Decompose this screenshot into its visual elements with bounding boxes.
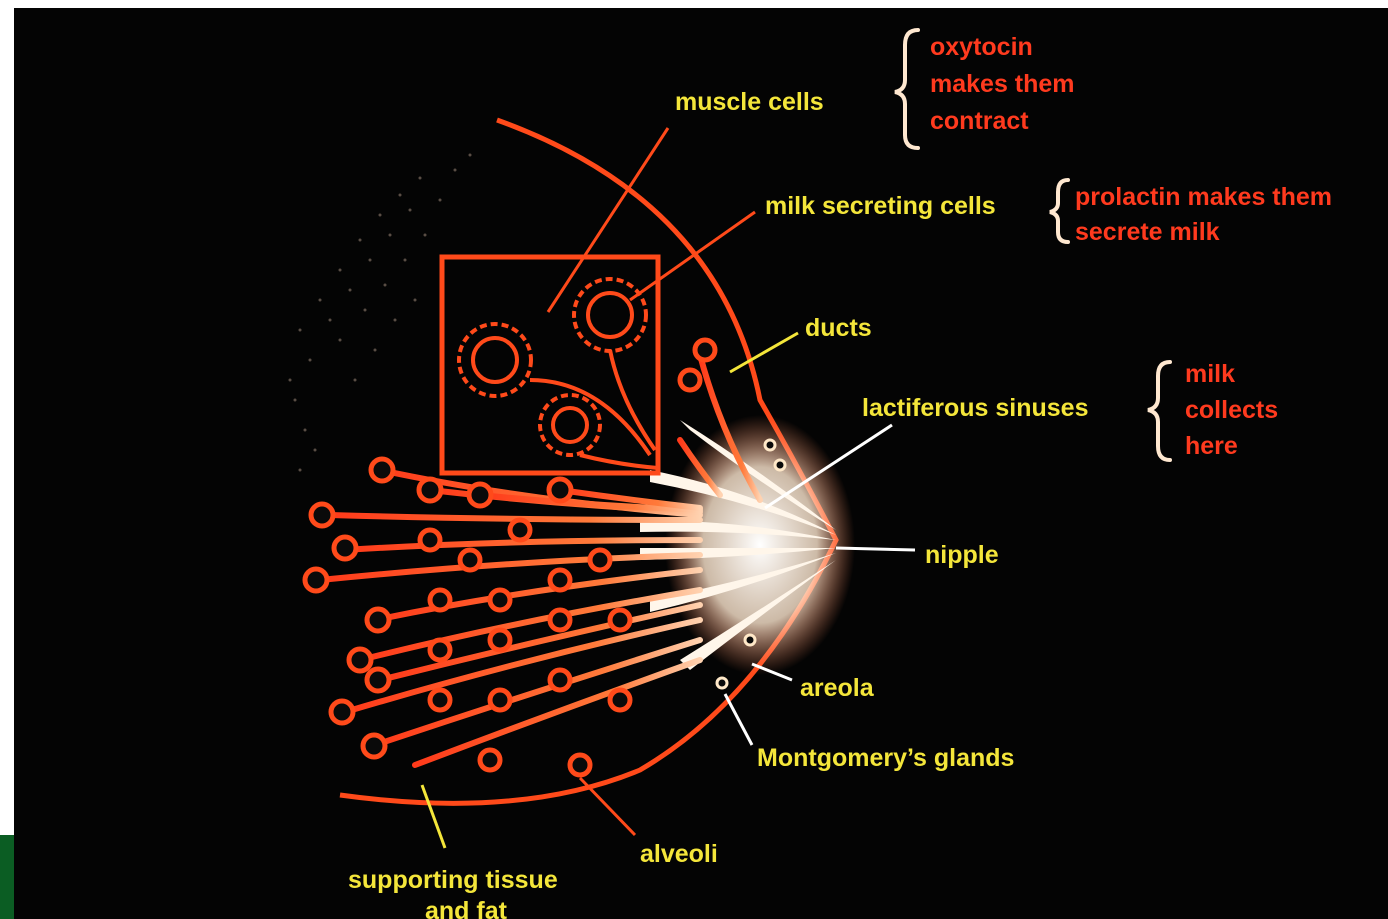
milk-secreting-cells-label: milk secreting cells: [765, 192, 996, 220]
green-corner-accent: [0, 835, 14, 919]
areola-label: areola: [800, 674, 875, 702]
supporting-tissue-line-1: supporting tissue: [348, 866, 558, 894]
muscle-cells-label: muscle cells: [675, 88, 824, 116]
oxytocin-line-2: makes them: [930, 70, 1075, 98]
prolactin-line-1: prolactin makes them: [1075, 183, 1332, 211]
prolactin-line-2: secrete milk: [1075, 218, 1220, 246]
alveoli-label: alveoli: [640, 840, 718, 868]
nipple-label: nipple: [925, 541, 999, 569]
milk-collects-line-2: collects: [1185, 396, 1278, 424]
oxytocin-line-1: oxytocin: [930, 33, 1033, 61]
oxytocin-line-3: contract: [930, 107, 1029, 135]
supporting-tissue-line-2: and fat: [425, 897, 508, 919]
ducts-label: ducts: [805, 314, 872, 342]
milk-collects-line-3: here: [1185, 432, 1238, 460]
slide-frame-left: [0, 0, 14, 919]
nipple-leader: [836, 548, 915, 550]
lactiferous-sinuses-label: lactiferous sinuses: [862, 394, 1088, 422]
milk-collects-line-1: milk: [1185, 360, 1235, 388]
slide-frame-top: [0, 0, 1388, 8]
montgomerys-glands-label: Montgomery’s glands: [757, 744, 1014, 772]
